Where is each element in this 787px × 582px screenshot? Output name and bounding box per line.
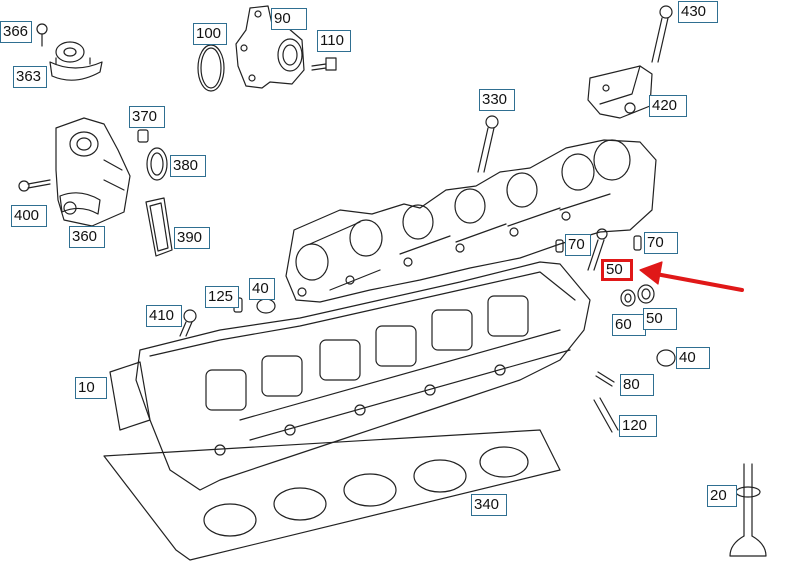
- label-420[interactable]: 420: [649, 95, 687, 117]
- label-370[interactable]: 370: [129, 106, 165, 128]
- part-390-gasket: [145, 197, 173, 257]
- label-390[interactable]: 390: [174, 227, 210, 249]
- part-60-washer: [620, 289, 636, 307]
- part-410-bolt: [179, 309, 197, 337]
- part-20-valve: [729, 463, 767, 557]
- head-gasket: [103, 429, 561, 561]
- label-400[interactable]: 400: [11, 205, 47, 227]
- label-366[interactable]: 366: [0, 21, 32, 43]
- label-60[interactable]: 60: [612, 314, 646, 336]
- part-363-actuator: [49, 41, 103, 81]
- label-50-highlighted[interactable]: 50: [601, 259, 633, 281]
- label-380[interactable]: 380: [170, 155, 206, 177]
- label-70-left[interactable]: 70: [565, 234, 591, 256]
- part-bolt-near-70: [587, 228, 608, 271]
- label-40-left[interactable]: 40: [249, 278, 275, 300]
- part-40-plug-left: [256, 298, 276, 314]
- highlight-arrow: [639, 261, 744, 292]
- part-100-oring: [197, 44, 225, 92]
- part-80-pin: [595, 371, 615, 387]
- label-430[interactable]: 430: [678, 1, 718, 23]
- part-366-screw: [36, 23, 48, 47]
- part-430-bolt: [651, 5, 673, 63]
- label-120[interactable]: 120: [619, 415, 657, 437]
- label-110[interactable]: 110: [317, 30, 351, 52]
- part-70-pin-left: [555, 239, 564, 253]
- part-120-stud: [593, 397, 619, 433]
- part-70-pin-right: [633, 235, 642, 251]
- label-100[interactable]: 100: [193, 23, 227, 45]
- label-330[interactable]: 330: [479, 89, 515, 111]
- label-90[interactable]: 90: [271, 8, 307, 30]
- part-360-pump: [55, 117, 131, 227]
- label-70-right[interactable]: 70: [644, 232, 678, 254]
- part-400-bolt: [18, 179, 51, 192]
- part-40-plug-right: [656, 349, 676, 367]
- label-20[interactable]: 20: [707, 485, 737, 507]
- label-40-right[interactable]: 40: [676, 347, 710, 369]
- part-370-dowel: [137, 129, 149, 143]
- part-330-bolt: [477, 115, 499, 173]
- label-410[interactable]: 410: [146, 305, 182, 327]
- label-125[interactable]: 125: [205, 286, 239, 308]
- label-50[interactable]: 50: [643, 308, 677, 330]
- part-50-plug: [637, 284, 655, 304]
- camshaft-housing: [285, 139, 657, 303]
- label-340[interactable]: 340: [471, 494, 507, 516]
- part-110-bolt: [311, 57, 337, 71]
- label-360[interactable]: 360: [69, 226, 105, 248]
- part-380-seal: [146, 147, 168, 181]
- label-80[interactable]: 80: [620, 374, 654, 396]
- label-10[interactable]: 10: [75, 377, 107, 399]
- part-420-bracket: [587, 65, 653, 119]
- label-363[interactable]: 363: [13, 66, 47, 88]
- cylinder-head: [109, 261, 591, 491]
